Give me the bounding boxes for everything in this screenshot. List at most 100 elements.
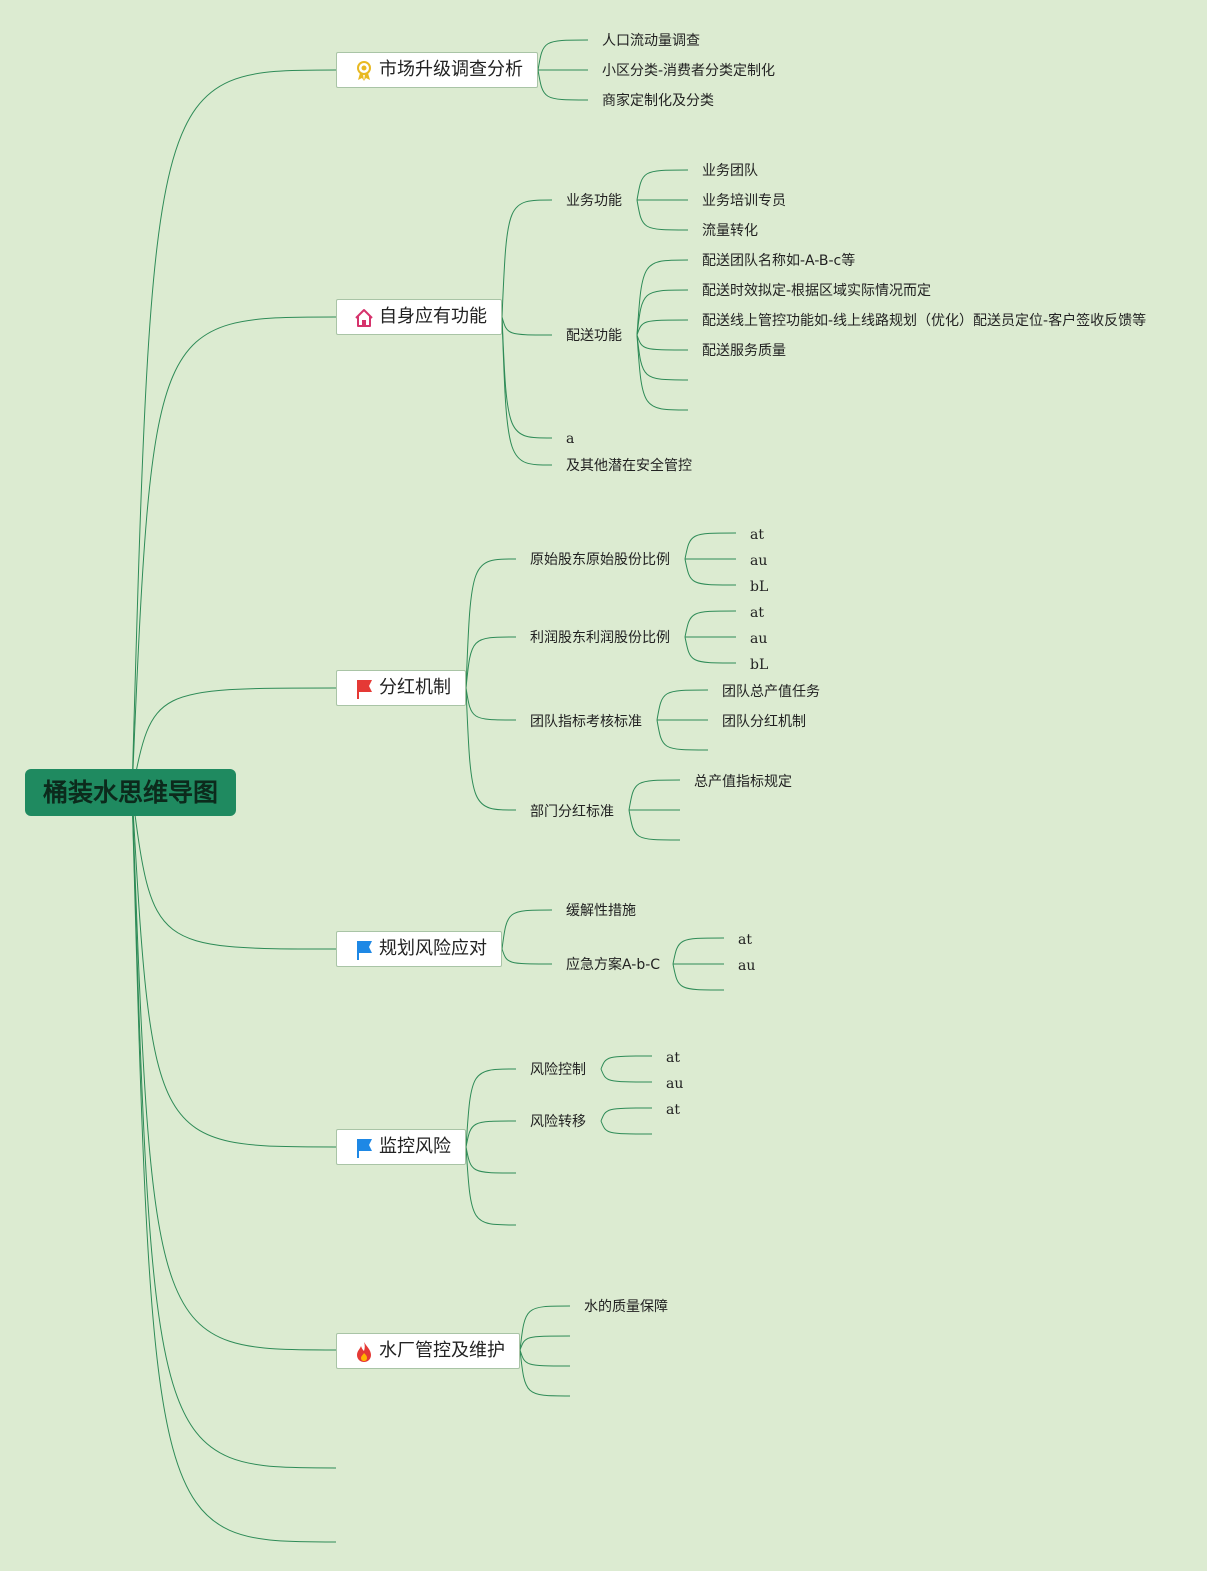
leaf-node[interactable]: 配送时效拟定-根据区域实际情况而定 — [702, 283, 932, 299]
connector-line — [501, 199, 553, 318]
connector-line — [656, 719, 709, 751]
leaf-node[interactable]: au — [750, 553, 768, 569]
sub-node[interactable]: 部门分红标准 — [530, 804, 614, 820]
connector-line — [600, 1055, 653, 1070]
sub-node[interactable]: 应急方案A-b-C — [566, 957, 661, 973]
connector-line — [465, 687, 517, 811]
branch-label: 监控风险 — [379, 1136, 451, 1157]
sub-node[interactable]: 原始股东原始股份比例 — [530, 552, 670, 568]
connector-line — [636, 169, 689, 201]
connector-line — [131, 791, 337, 1351]
blue-flag-icon — [357, 941, 372, 960]
leaf-node[interactable]: 业务团队 — [702, 163, 758, 179]
connector-line — [628, 779, 681, 811]
connector-line — [672, 963, 725, 991]
connector-line — [501, 316, 553, 336]
connector-line — [656, 689, 709, 721]
leaf-node[interactable]: bL — [750, 657, 769, 673]
connector-line — [501, 948, 553, 965]
connector-line — [131, 791, 337, 1543]
connector-line — [684, 610, 737, 638]
sub-node[interactable]: 及其他潜在安全管控 — [566, 458, 692, 474]
leaf-node[interactable]: au — [750, 631, 768, 647]
connector-line — [600, 1068, 653, 1083]
connector-line — [465, 1146, 517, 1226]
branch-label: 水厂管控及维护 — [379, 1340, 505, 1361]
red-flag-icon — [357, 680, 372, 699]
leaf-node[interactable]: au — [666, 1076, 684, 1092]
branch-label: 规划风险应对 — [379, 938, 487, 959]
sub-node[interactable]: 风险控制 — [530, 1062, 586, 1078]
sub-node[interactable]: 缓解性措施 — [566, 903, 636, 919]
leaf-node[interactable]: 团队总产值任务 — [722, 684, 820, 700]
connector-line — [465, 1120, 517, 1148]
connector-line — [131, 69, 337, 793]
leaf-node[interactable]: 总产值指标规定 — [694, 774, 792, 790]
leaf-node[interactable]: at — [750, 527, 764, 543]
connector-line — [537, 39, 589, 71]
connector-line — [501, 909, 553, 950]
connector-line — [600, 1120, 653, 1135]
connector-line — [465, 558, 517, 689]
branch-market-research[interactable]: 市场升级调查分析 — [336, 52, 538, 88]
connector-line — [537, 69, 589, 101]
leaf-node[interactable]: 水的质量保障 — [584, 1299, 668, 1315]
connector-line — [519, 1349, 571, 1397]
leaf-node[interactable]: 配送服务质量 — [702, 343, 786, 359]
leaf-node[interactable]: 配送线上管控功能如-线上线路规划（优化）配送员定位-客户签收反馈等 — [702, 313, 1147, 329]
sub-node[interactable]: 团队指标考核标准 — [530, 714, 642, 730]
leaf-node[interactable]: au — [738, 958, 756, 974]
leaf-node[interactable]: at — [750, 605, 764, 621]
leaf-node[interactable]: at — [666, 1102, 680, 1118]
connector-line — [465, 1146, 517, 1174]
sub-node[interactable]: a — [566, 431, 575, 447]
connector-line — [684, 558, 737, 586]
connector-line — [636, 334, 689, 381]
home-icon — [355, 309, 373, 327]
connector-line — [131, 791, 337, 1148]
branch-risk-monitoring[interactable]: 监控风险 — [336, 1129, 466, 1165]
connector-line — [131, 687, 337, 793]
connector-line — [519, 1335, 571, 1351]
sub-node[interactable]: 利润股东利润股份比例 — [530, 630, 670, 646]
leaf-node[interactable]: bL — [750, 579, 769, 595]
branch-own-functions[interactable]: 自身应有功能 — [336, 299, 502, 335]
blue-flag-icon — [357, 1139, 372, 1158]
leaf-node[interactable]: at — [666, 1050, 680, 1066]
connector-line — [636, 319, 689, 336]
connector-line — [131, 316, 337, 793]
connector-line — [501, 316, 553, 466]
branch-label: 分红机制 — [379, 677, 451, 698]
branch-dividend-mechanism[interactable]: 分红机制 — [336, 670, 466, 706]
connector-line — [628, 809, 681, 841]
branch-label: 自身应有功能 — [379, 306, 487, 327]
leaf-node[interactable]: at — [738, 932, 752, 948]
branch-risk-planning[interactable]: 规划风险应对 — [336, 931, 502, 967]
branch-water-plant[interactable]: 水厂管控及维护 — [336, 1333, 520, 1369]
connector-line — [684, 636, 737, 664]
branch-label: 市场升级调查分析 — [379, 59, 523, 80]
leaf-node[interactable]: 业务培训专员 — [702, 193, 786, 209]
sub-node[interactable]: 配送功能 — [566, 328, 622, 344]
connector-line — [131, 791, 337, 1469]
connector-line — [636, 334, 689, 351]
connector-line — [672, 937, 725, 965]
connector-line — [465, 687, 517, 721]
connector-line — [600, 1107, 653, 1122]
connector-line — [636, 289, 689, 336]
leaf-node[interactable]: 配送团队名称如-A-B-c等 — [702, 253, 856, 269]
connector-line — [519, 1349, 571, 1367]
connector-line — [636, 199, 689, 231]
leaf-node[interactable]: 商家定制化及分类 — [602, 93, 714, 109]
connector-line — [465, 636, 517, 689]
leaf-node[interactable]: 流量转化 — [702, 223, 758, 239]
sub-node[interactable]: 风险转移 — [530, 1114, 586, 1130]
connector-line — [636, 334, 689, 411]
sub-node[interactable]: 业务功能 — [566, 193, 622, 209]
fire-icon — [357, 1342, 371, 1362]
leaf-node[interactable]: 人口流动量调查 — [602, 33, 700, 49]
leaf-node[interactable]: 小区分类-消费者分类定制化 — [602, 63, 776, 79]
leaf-node[interactable]: 团队分红机制 — [722, 714, 806, 730]
root-topic[interactable]: 桶装水思维导图 — [25, 769, 236, 816]
